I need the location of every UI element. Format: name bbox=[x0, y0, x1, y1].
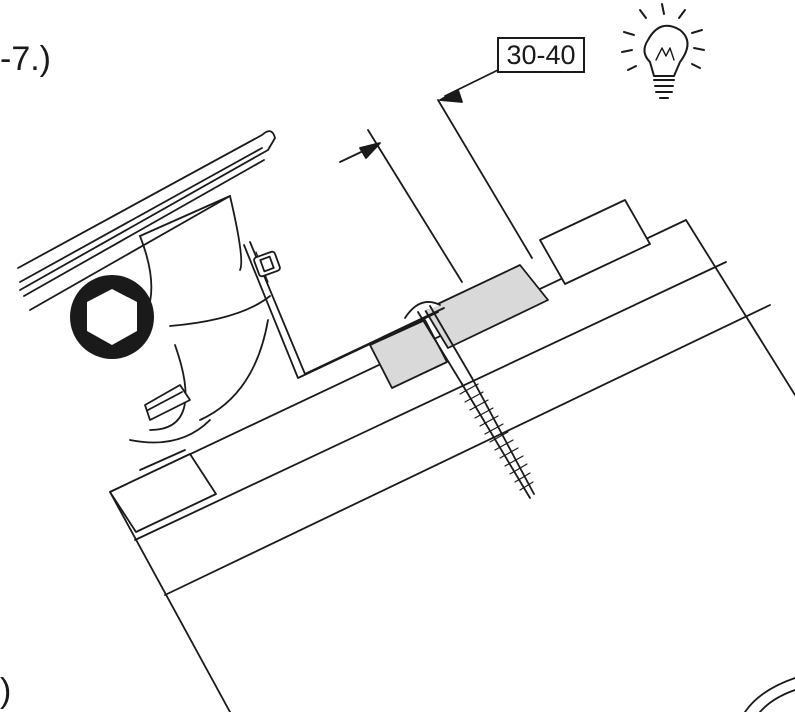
lightbulb-icon bbox=[621, 3, 705, 99]
bottom-text-fragment: ) bbox=[0, 672, 12, 710]
batten-left bbox=[109, 453, 217, 533]
partial-object bbox=[744, 677, 795, 712]
step-reference-text: -7.) bbox=[0, 40, 51, 78]
dimension-lines bbox=[339, 69, 533, 283]
bracket-bolt bbox=[253, 250, 281, 278]
spacer-blocks bbox=[369, 264, 549, 389]
dimension-label: 30-40 bbox=[497, 37, 585, 73]
hex-socket-icon bbox=[70, 275, 154, 359]
batten-right bbox=[539, 199, 651, 285]
roof-layers bbox=[109, 219, 795, 712]
screw bbox=[404, 301, 535, 499]
